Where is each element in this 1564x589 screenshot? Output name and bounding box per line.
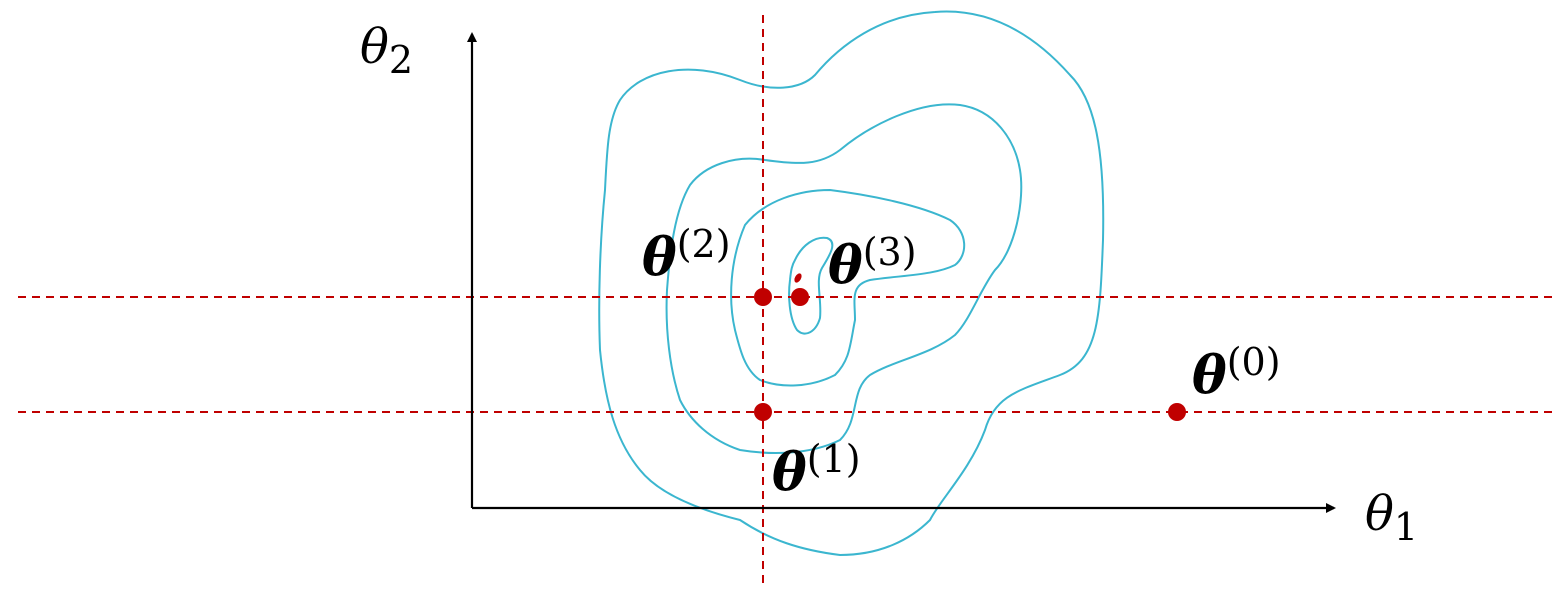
label-theta-2-sup: (2)	[677, 222, 731, 266]
label-theta-0-sup: (0)	[1227, 340, 1281, 384]
label-theta-1-sup: (1)	[807, 437, 861, 481]
y-axis-label: θ2	[360, 19, 413, 82]
label-theta-3-sup: (3)	[863, 230, 917, 274]
point-theta-0	[1168, 403, 1186, 421]
label-theta-2: θ(2)	[642, 222, 731, 288]
contour-core	[788, 236, 834, 335]
contour-inner	[730, 189, 966, 387]
point-theta-3	[791, 288, 809, 306]
label-theta-1-base: θ	[772, 442, 807, 503]
contour-middle	[665, 103, 1023, 454]
label-theta-0-base: θ	[1192, 345, 1227, 406]
label-theta-3: θ(3)	[828, 230, 917, 296]
point-theta-1	[754, 403, 772, 421]
x-axis-label-base: θ	[1365, 486, 1394, 542]
x-axis-label: θ1	[1365, 486, 1418, 549]
axes	[467, 32, 1336, 513]
contour-group	[598, 10, 1105, 556]
point-theta-2	[754, 288, 772, 306]
label-theta-1: θ(1)	[772, 437, 861, 503]
point-trace-mark	[794, 273, 802, 283]
label-theta-0: θ(0)	[1192, 340, 1281, 406]
y-axis-label-sub: 2	[389, 38, 413, 82]
x-axis-label-sub: 1	[1394, 505, 1418, 549]
label-theta-3-base: θ	[828, 235, 863, 296]
contour-outer	[598, 10, 1105, 556]
y-axis-label-base: θ	[360, 19, 389, 75]
points	[754, 273, 1186, 421]
label-theta-2-base: θ	[642, 227, 677, 288]
